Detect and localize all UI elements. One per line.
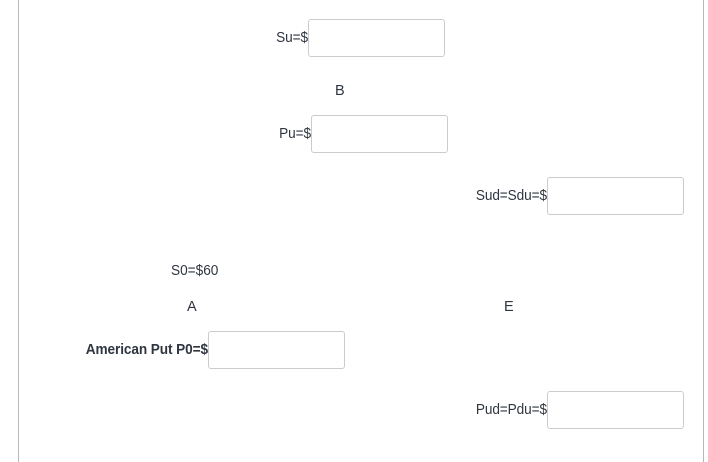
tree-node-sud: Sud=Sdu=$ [0, 177, 684, 215]
page-left-rule [18, 0, 19, 462]
tree-node-pud: Pud=Pdu=$ [0, 391, 684, 429]
node-label-sud: Sud=Sdu=$ [475, 187, 547, 204]
page-right-rule [703, 0, 704, 462]
tree-node-name-node-b: B [335, 83, 345, 99]
tree-node-american-put-p0: American Put P0=$ [0, 331, 345, 369]
node-label-su: Su=$ [276, 29, 308, 46]
tree-node-name-node-a: A [187, 299, 197, 315]
answer-input-su[interactable] [308, 19, 445, 57]
node-label-american-put-p0: American Put P0=$ [85, 341, 208, 358]
answer-input-pu[interactable] [311, 115, 448, 153]
node-label-pud: Pud=Pdu=$ [475, 401, 547, 418]
answer-input-american-put-p0[interactable] [208, 331, 345, 369]
tree-node-name-node-e: E [504, 299, 514, 315]
tree-node-su: Su=$ [0, 19, 445, 57]
tree-node-pu: Pu=$ [0, 115, 448, 153]
node-label-pu: Pu=$ [279, 125, 311, 142]
static-value-s0-initial-stock-price: S0=$60 [171, 263, 219, 279]
answer-input-sud[interactable] [547, 177, 684, 215]
answer-input-pud[interactable] [547, 391, 684, 429]
